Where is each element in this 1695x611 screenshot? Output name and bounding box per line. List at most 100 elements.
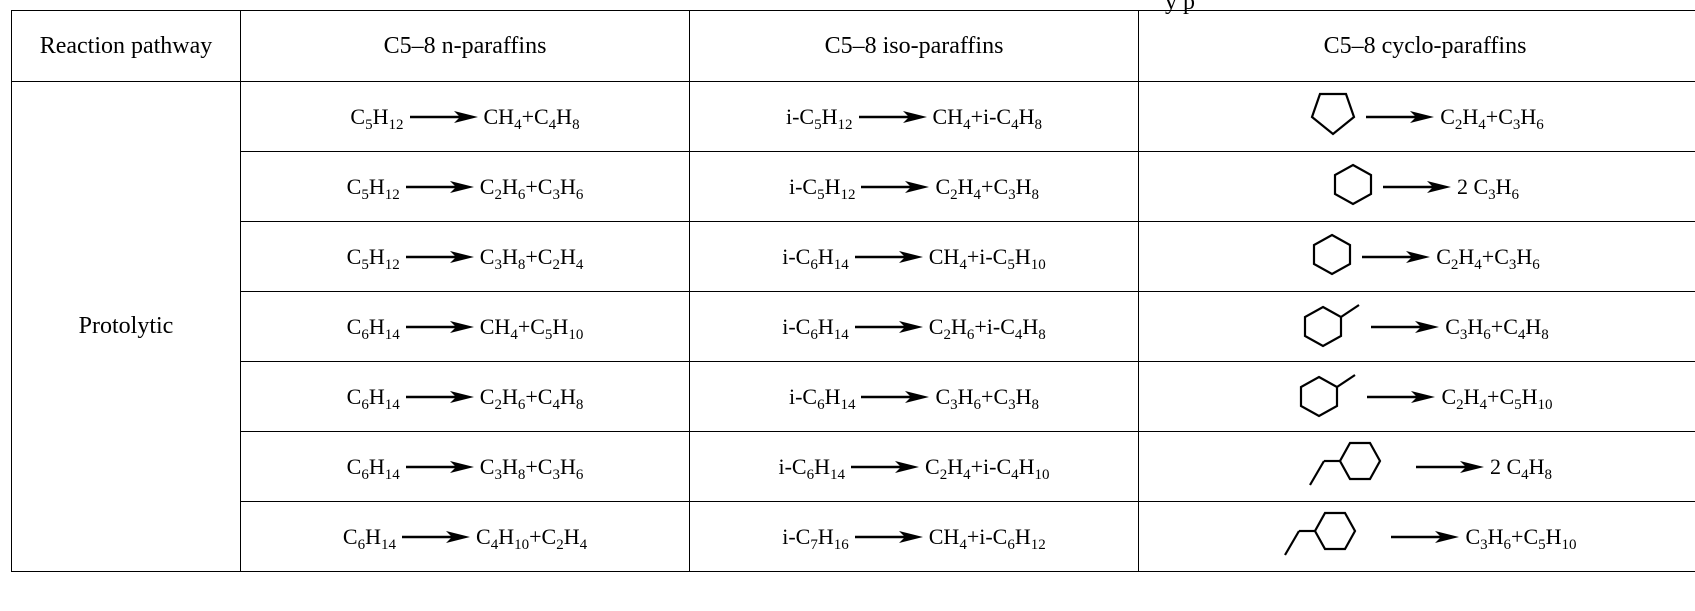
- plus-sign: +: [521, 103, 534, 129]
- cyclo-paraffin-reaction: 2 C4H8: [1138, 431, 1695, 502]
- plus-sign: +: [966, 523, 980, 549]
- reaction-arrow-icon: [1362, 250, 1431, 263]
- product: C5H10: [530, 313, 584, 343]
- product: C2H4: [1440, 103, 1486, 133]
- product: CH4: [932, 103, 971, 133]
- plus-sign: +: [525, 243, 538, 269]
- reaction-arrow-icon: [1391, 530, 1460, 543]
- reactant: i-C6H14: [778, 453, 845, 483]
- cyclo-paraffin-reaction: C3H6+ C5H10: [1138, 501, 1695, 572]
- reactant: C6H14: [346, 313, 400, 343]
- reactant: i-C6H14: [782, 243, 849, 273]
- reaction-arrow-icon: [405, 250, 474, 263]
- product: C3H6: [1494, 243, 1540, 273]
- plus-sign: +: [1511, 523, 1524, 549]
- product: C3H8: [479, 453, 526, 483]
- plus-sign: +: [981, 383, 994, 409]
- product: CH4: [928, 523, 967, 553]
- plus-sign: +: [1487, 383, 1500, 409]
- product: C3H8: [993, 173, 1040, 203]
- cyclopentane-icon: [1306, 91, 1358, 143]
- iso-paraffin-reaction: i-C7H16 CH4 + i-C6H12: [689, 501, 1139, 572]
- reaction-arrow-icon: [1415, 460, 1484, 473]
- product: C2H4: [541, 523, 588, 553]
- reactant: C6H14: [346, 383, 400, 413]
- reactant: i-C5H12: [785, 103, 853, 133]
- reaction-arrow-icon: [405, 390, 474, 403]
- product: i-C4H8: [982, 103, 1042, 133]
- plus-sign: +: [525, 383, 538, 409]
- ethylcyclohexane-icon: [1273, 507, 1383, 567]
- reaction-arrow-icon: [858, 110, 927, 123]
- cyclo-paraffin-reaction: C2H4+ C5H10: [1138, 361, 1695, 432]
- reactant: C6H14: [342, 523, 396, 553]
- product: C2H4: [537, 243, 584, 273]
- reaction-arrow-icon: [851, 460, 919, 473]
- reactant: i-C5H12: [788, 173, 856, 203]
- plus-sign: +: [1481, 243, 1495, 269]
- product: C2H6: [479, 383, 526, 413]
- reaction-arrow-icon: [1371, 320, 1440, 333]
- plus-sign: +: [525, 453, 538, 479]
- product: C3H6: [1465, 523, 1512, 553]
- product: C3H8: [479, 243, 526, 273]
- reactant: i-C6H14: [782, 313, 849, 343]
- product: CH4: [483, 103, 522, 133]
- product: C2H4: [1436, 243, 1482, 273]
- reaction-arrow-icon: [1367, 390, 1436, 403]
- cyclo-paraffin-reaction: C2H4+ C3H6: [1138, 221, 1695, 292]
- plus-sign: +: [529, 523, 542, 549]
- reaction-arrow-icon: [854, 250, 923, 263]
- reaction-arrow-icon: [405, 180, 474, 193]
- methylcyclohexane-icon: [1301, 299, 1363, 355]
- product: C3H6: [537, 453, 584, 483]
- product: C2H4: [925, 453, 971, 483]
- pathway-cell: Protolytic: [11, 81, 241, 572]
- product: C5H10: [1523, 523, 1577, 553]
- reaction-arrow-icon: [1366, 110, 1435, 123]
- reaction-arrow-icon: [861, 390, 930, 403]
- reactant: C5H12: [346, 243, 400, 273]
- product: i-C4H10: [983, 453, 1050, 483]
- product: i-C6H12: [979, 523, 1046, 553]
- header-reaction-pathway: Reaction pathway: [11, 10, 241, 82]
- product: C3H8: [993, 383, 1040, 413]
- header-row: Reaction pathway C5–8 n-paraffins C5–8 i…: [11, 10, 1695, 82]
- reaction-arrow-icon: [1382, 180, 1451, 193]
- product: i-C4H8: [986, 313, 1046, 343]
- methylcyclohexane-icon: [1297, 369, 1359, 425]
- reaction-arrow-icon: [405, 460, 474, 473]
- cyclo-paraffin-reaction: 2 C3H6: [1138, 151, 1695, 222]
- reaction-arrow-icon: [854, 320, 923, 333]
- plus-sign: +: [1485, 103, 1499, 129]
- cyclo-paraffin-reaction: C2H4+ C3H6: [1138, 81, 1695, 152]
- product: i-C5H10: [979, 243, 1046, 273]
- header-cyclo-paraffins: C5–8 cyclo-paraffins: [1138, 10, 1695, 82]
- reactant: i-C6H14: [788, 383, 856, 413]
- plus-sign: +: [525, 173, 538, 199]
- product: CH4: [479, 313, 518, 343]
- reaction-arrow-icon: [402, 530, 470, 543]
- reactant: C5H12: [346, 173, 400, 203]
- plus-sign: +: [966, 243, 980, 269]
- product: C3H6: [1445, 313, 1491, 343]
- reactant: C5H12: [350, 103, 404, 133]
- reactant: i-C7H16: [782, 523, 849, 553]
- reaction-arrow-icon: [409, 110, 478, 123]
- product: C4H8: [537, 383, 584, 413]
- reaction-arrow-icon: [405, 320, 474, 333]
